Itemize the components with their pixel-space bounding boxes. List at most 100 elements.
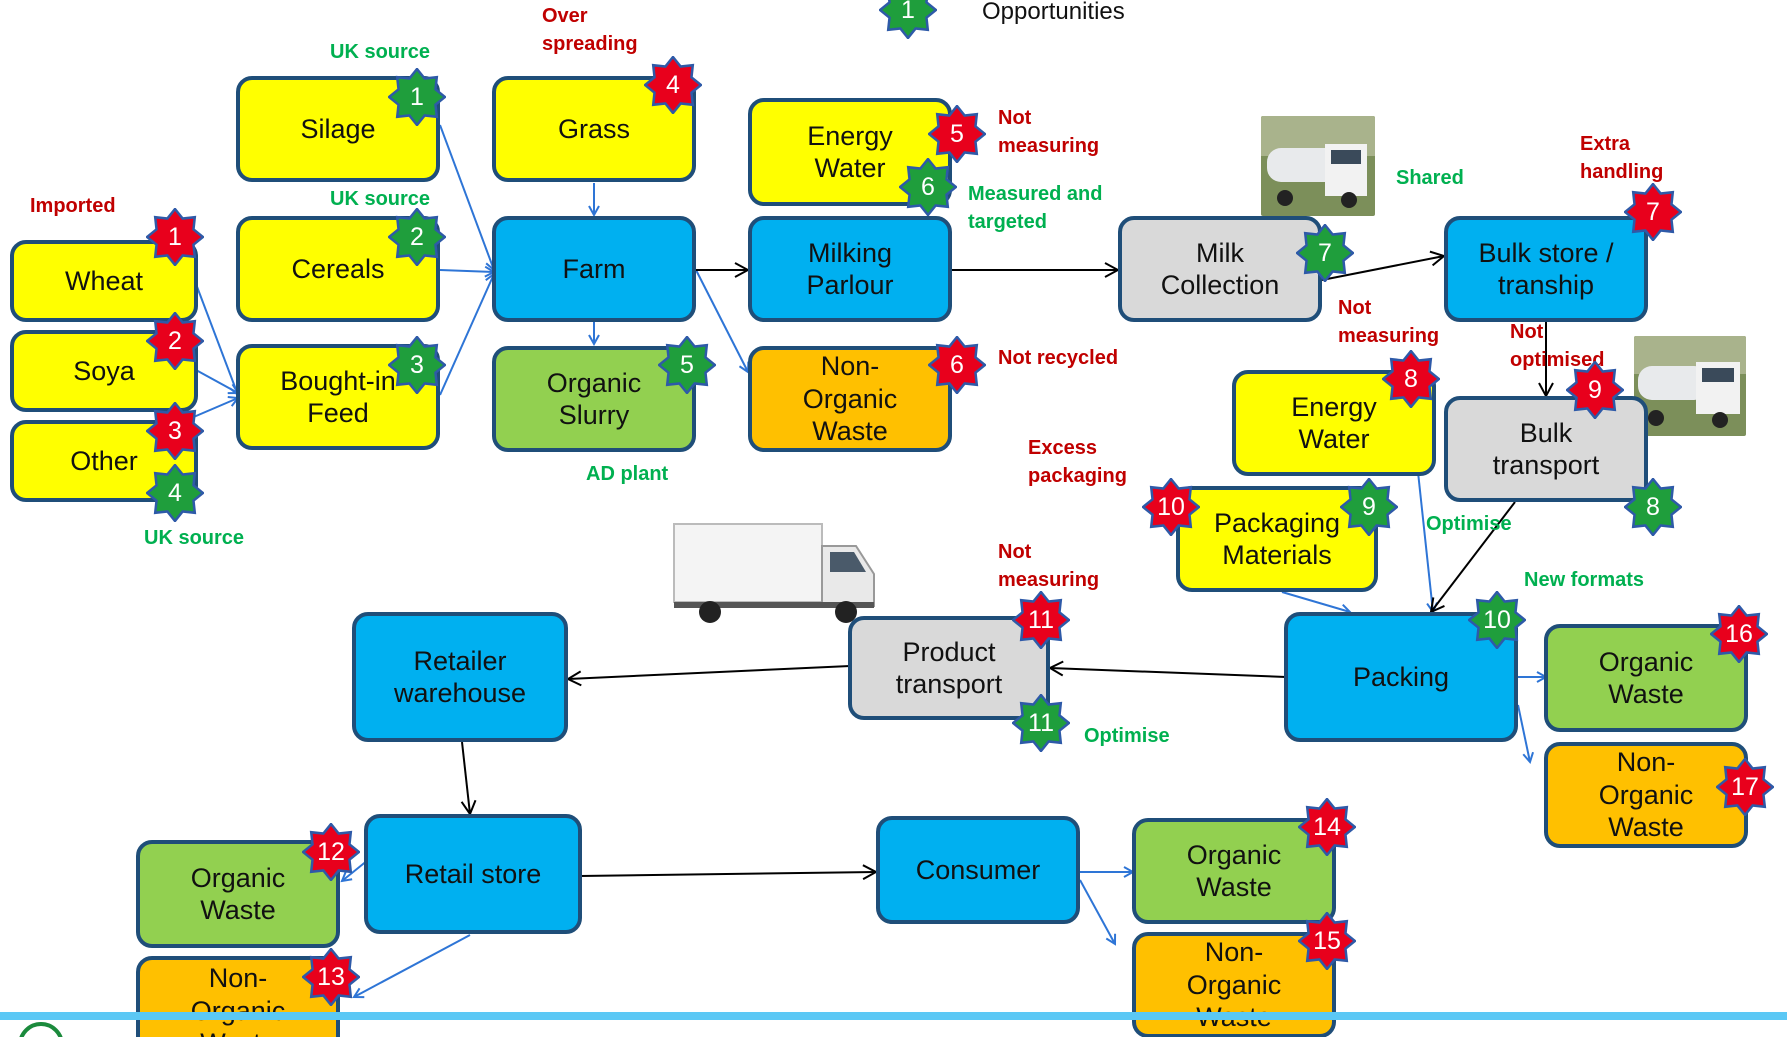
- issue-badge: 5: [928, 105, 986, 163]
- opportunity-badge: 3: [388, 336, 446, 394]
- opportunity-badge: 4: [146, 464, 204, 522]
- green-star-icon: [146, 464, 204, 522]
- legend-label: Opportunities: [982, 0, 1125, 25]
- node-non-organic-waste-farm: Non- Organic Waste: [748, 346, 952, 452]
- red-star-icon: [146, 208, 204, 266]
- node-product-transport: Product transport: [848, 616, 1050, 720]
- arrow-energy-to-packing: [1417, 471, 1433, 612]
- opportunity-badge: 8: [1624, 478, 1682, 536]
- issue-badge: 7: [1624, 183, 1682, 241]
- issue-badge: 9: [1566, 361, 1624, 419]
- note-uk-source-other: UK source: [144, 527, 245, 549]
- red-star-icon: [1566, 361, 1624, 419]
- opportunity-badge: 2: [388, 208, 446, 266]
- issue-badge: 3: [146, 402, 204, 460]
- node-consumer: Consumer: [876, 816, 1080, 924]
- issue-badge: 13: [302, 948, 360, 1006]
- node-retailer-warehouse: Retailer warehouse: [352, 612, 568, 742]
- red-star-icon: [644, 56, 702, 114]
- green-star-icon: [388, 68, 446, 126]
- arrow-packing-to-nonorganic: [1517, 704, 1530, 762]
- note-not-measuring-energy: Not measuring: [998, 107, 1100, 157]
- arrow-silage-to-farm: [439, 124, 494, 270]
- note-imported: Imported: [30, 195, 116, 217]
- node-organic-waste-retail: Organic Waste: [136, 840, 340, 948]
- red-star-icon: [1012, 591, 1070, 649]
- footer-rule: [0, 1012, 1787, 1020]
- note-not-measuring-product: Not measuring: [998, 541, 1100, 591]
- opportunity-badge: 10: [1468, 591, 1526, 649]
- issue-badge: 4: [644, 56, 702, 114]
- milk-tanker-image-2: [1634, 336, 1746, 436]
- note-new-formats: New formats: [1524, 569, 1645, 591]
- issue-badge: 1: [146, 208, 204, 266]
- arrow-retail-to-organic: [342, 859, 369, 881]
- red-star-icon: [1382, 350, 1440, 408]
- node-organic-waste-packing: Organic Waste: [1544, 624, 1748, 732]
- issue-badge: 17: [1716, 758, 1774, 816]
- arrow-feed-to-farm: [439, 274, 494, 396]
- note-excess-packaging: Excess packaging: [1028, 437, 1127, 487]
- node-non-organic-waste-packing: Non- Organic Waste: [1544, 742, 1748, 848]
- note-not-recycled: Not recycled: [998, 347, 1119, 369]
- note-shared: Shared: [1396, 167, 1464, 189]
- delivery-truck-image: [673, 523, 875, 623]
- milk-tanker-image-1: [1261, 116, 1375, 216]
- note-uk-source-silage: UK source: [330, 41, 431, 63]
- arrow-consumer-to-nonorganic: [1079, 879, 1115, 944]
- red-star-icon: [1142, 478, 1200, 536]
- issue-badge: 12: [302, 823, 360, 881]
- node-retail-store: Retail store: [364, 814, 582, 934]
- green-star-icon: [1624, 478, 1682, 536]
- note-optimise-bulk: Optimise: [1426, 513, 1512, 535]
- issue-badge: 15: [1298, 912, 1356, 970]
- green-star-icon: [1012, 694, 1070, 752]
- red-star-icon: [1298, 798, 1356, 856]
- opportunity-badge: 11: [1012, 694, 1070, 752]
- red-star-icon: [928, 336, 986, 394]
- arrow-packing-to-producttransport: [1050, 668, 1287, 678]
- issue-badge: 8: [1382, 350, 1440, 408]
- red-star-icon: [302, 948, 360, 1006]
- arrow-warehouse-to-retail: [462, 741, 470, 814]
- red-star-icon: [146, 402, 204, 460]
- node-bulk-store-tranship: Bulk store / tranship: [1444, 216, 1648, 322]
- green-star-icon: [899, 158, 957, 216]
- arrow-retail-to-consumer: [579, 872, 876, 876]
- green-star-icon: [1340, 478, 1398, 536]
- issue-badge: 16: [1710, 605, 1768, 663]
- opportunity-badge: 6: [899, 158, 957, 216]
- opportunity-badge: 1: [388, 68, 446, 126]
- arrow-cereals-to-farm: [439, 270, 494, 272]
- note-uk-source-cereals: UK source: [330, 188, 431, 210]
- note-extra-handling: Extra handling: [1580, 133, 1664, 183]
- red-star-icon: [1624, 183, 1682, 241]
- arrow-farm-to-nonorganic: [695, 269, 748, 372]
- red-star-icon: [928, 105, 986, 163]
- issue-badge: 6: [928, 336, 986, 394]
- note-over-spreading: Over spreading: [542, 5, 638, 55]
- legend-badge: 1: [879, 0, 937, 39]
- note-ad-plant: AD plant: [586, 463, 669, 485]
- arrow-wheat-to-feed: [195, 283, 238, 395]
- node-farm: Farm: [492, 216, 696, 322]
- red-star-icon: [302, 823, 360, 881]
- arrow-retail-to-nonorganic: [354, 934, 471, 997]
- arrow-transport-to-packing: [1431, 501, 1516, 612]
- red-star-icon: [1710, 605, 1768, 663]
- green-star-icon: [879, 0, 937, 39]
- green-star-icon: [658, 336, 716, 394]
- note-not-optimised: Not optimised: [1510, 321, 1605, 371]
- green-star-icon: [388, 208, 446, 266]
- node-non-organic-waste-retail: Non- Organic Waste: [136, 956, 340, 1037]
- note-optimise-product: Optimise: [1084, 725, 1170, 747]
- opportunity-badge: 5: [658, 336, 716, 394]
- node-organic-waste-consumer: Organic Waste: [1132, 818, 1336, 924]
- arrow-collection-to-bulkstore: [1321, 256, 1444, 281]
- green-star-icon: [1296, 224, 1354, 282]
- issue-badge: 2: [146, 312, 204, 370]
- arrow-soya-to-feed: [195, 369, 238, 393]
- node-organic-slurry: Organic Slurry: [492, 346, 696, 452]
- red-star-icon: [1298, 912, 1356, 970]
